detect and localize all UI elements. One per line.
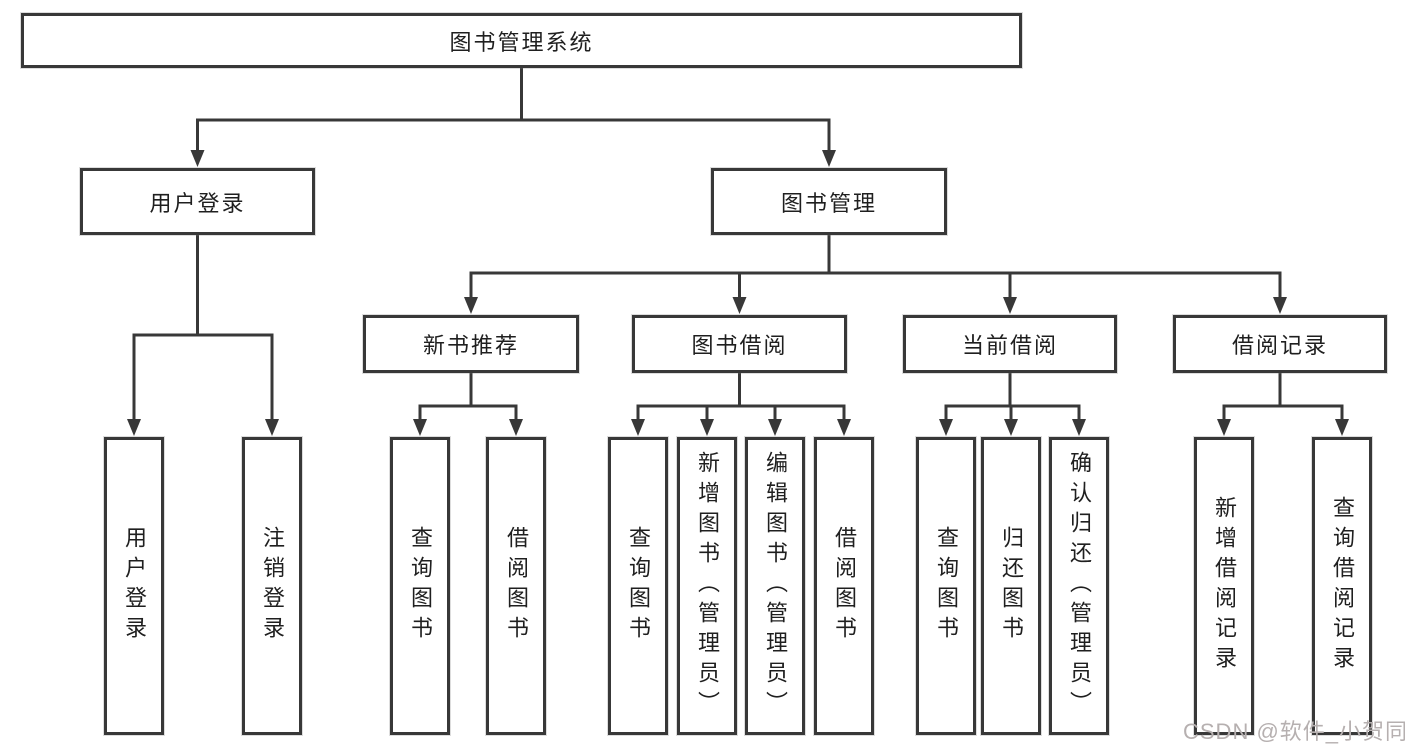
- node-leaf-logout-label: 注销登录: [260, 526, 285, 646]
- node-br-query-borrow-record-label: 查询借阅记录: [1330, 496, 1355, 676]
- node-cb-confirm-return-admin-label: 确认归还（管理员）: [1067, 451, 1092, 721]
- node-cb-confirm-return-admin: 确认归还（管理员）: [1049, 437, 1109, 735]
- node-book-management: 图书管理: [711, 168, 947, 235]
- node-br-add-borrow-record-label: 新增借阅记录: [1212, 496, 1237, 676]
- node-cb-return-books: 归还图书: [981, 437, 1041, 735]
- node-current-borrowing: 当前借阅: [903, 315, 1117, 373]
- node-rec-query-books: 查询图书: [390, 437, 450, 735]
- node-br-add-borrow-record: 新增借阅记录: [1194, 437, 1254, 735]
- node-borrowing-records-label: 借阅记录: [1231, 333, 1328, 358]
- node-bb-query-books-label: 查询图书: [626, 526, 651, 646]
- node-rec-borrow-books: 借阅图书: [486, 437, 546, 735]
- node-leaf-logout: 注销登录: [242, 437, 302, 735]
- node-bb-add-books-admin-label: 新增图书（管理员）: [695, 451, 720, 721]
- node-cb-query-books-label: 查询图书: [934, 526, 959, 646]
- node-cb-query-books: 查询图书: [916, 437, 976, 735]
- node-user-login-label: 用户登录: [149, 190, 246, 216]
- node-book-borrowing: 图书借阅: [632, 315, 847, 373]
- node-leaf-user-login-label: 用户登录: [122, 526, 147, 646]
- csdn-watermark: CSDN @软件_小贺同学: [1183, 719, 1405, 744]
- node-library-system-label: 图书管理系统: [449, 29, 594, 55]
- node-leaf-user-login: 用户登录: [104, 437, 164, 735]
- node-borrowing-records: 借阅记录: [1173, 315, 1387, 373]
- node-current-borrowing-label: 当前借阅: [961, 333, 1058, 358]
- node-new-book-recommendation: 新书推荐: [363, 315, 579, 373]
- node-book-borrowing-label: 图书借阅: [691, 333, 788, 358]
- node-bb-edit-books-admin-label: 编辑图书（管理员）: [763, 451, 788, 721]
- node-library-system: 图书管理系统: [21, 13, 1022, 68]
- node-bb-borrow-books: 借阅图书: [814, 437, 874, 735]
- node-new-book-recommendation-label: 新书推荐: [422, 333, 519, 358]
- node-bb-edit-books-admin: 编辑图书（管理员）: [745, 437, 805, 735]
- node-bb-add-books-admin: 新增图书（管理员）: [677, 437, 737, 735]
- node-bb-query-books: 查询图书: [608, 437, 668, 735]
- node-book-management-label: 图书管理: [780, 190, 877, 216]
- node-cb-return-books-label: 归还图书: [999, 526, 1024, 646]
- node-br-query-borrow-record: 查询借阅记录: [1312, 437, 1372, 735]
- node-rec-query-books-label: 查询图书: [408, 526, 433, 646]
- node-rec-borrow-books-label: 借阅图书: [504, 526, 529, 646]
- node-bb-borrow-books-label: 借阅图书: [832, 526, 857, 646]
- node-user-login: 用户登录: [80, 168, 315, 235]
